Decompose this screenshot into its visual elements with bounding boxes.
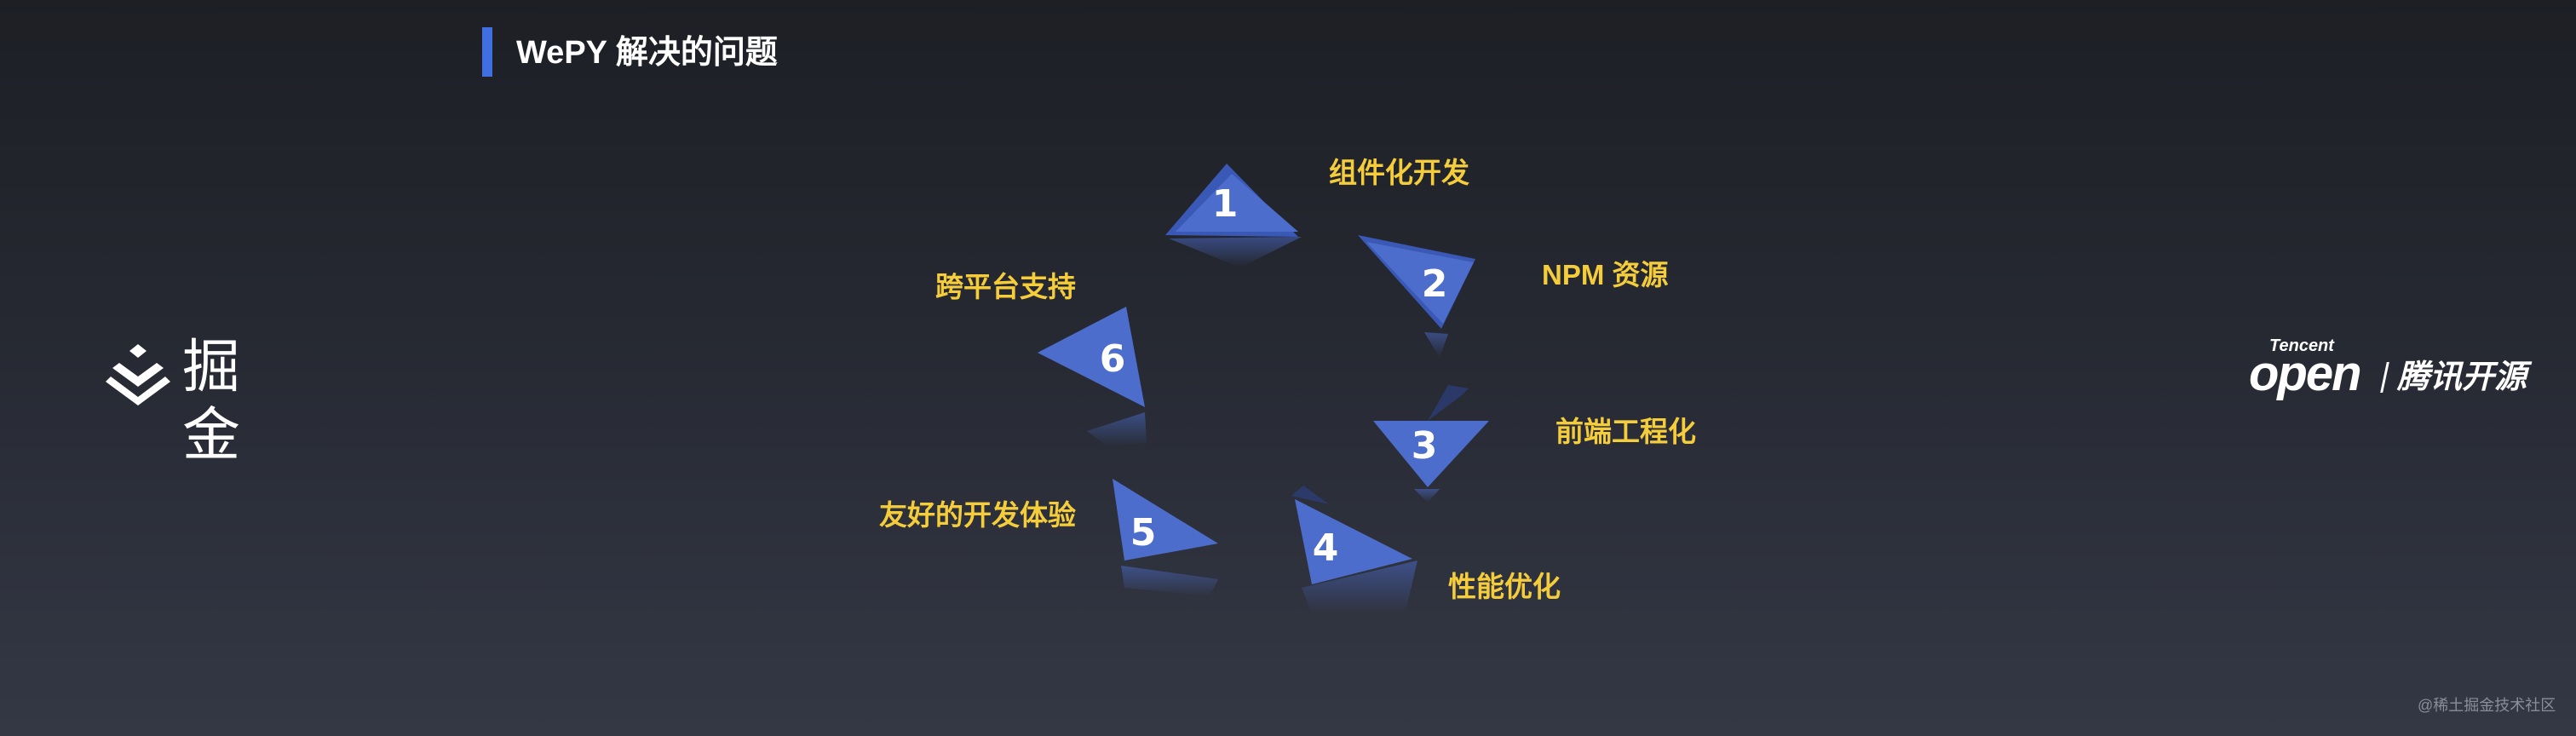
triangle-5-number: 5 <box>1130 511 1157 555</box>
triangle-3: 3 <box>1373 385 1489 503</box>
triangle-4: 4 <box>1291 486 1417 613</box>
tencent-small-text: Tencent <box>2269 336 2334 355</box>
tencent-open-cn-text: 腾讯开源 <box>2397 359 2527 395</box>
page-title: WePY 解决的问题 <box>516 35 778 71</box>
triangle-1-number: 1 <box>1212 182 1239 226</box>
item-label-2: NPM 资源 <box>1542 259 1669 290</box>
title-accent-bar <box>482 27 492 77</box>
item-label-5: 友好的开发体验 <box>879 499 1076 531</box>
triangle-5: 5 <box>1113 479 1218 596</box>
tencent-open-logo: Tencent open 腾讯开源 <box>2249 336 2527 405</box>
triangle-2: 2 <box>1358 235 1475 358</box>
triangle-1: 1 <box>1165 164 1302 267</box>
item-label-4: 性能优化 <box>1448 571 1561 602</box>
juejin-logo: 掘金 <box>104 334 283 469</box>
triangle-6: 6 <box>1038 307 1147 446</box>
item-label-3: 前端工程化 <box>1555 416 1696 447</box>
item-label-6: 跨平台支持 <box>935 271 1076 302</box>
open-text: open <box>2249 346 2362 401</box>
item-label-1: 组件化开发 <box>1329 157 1469 188</box>
juejin-icon <box>106 344 170 405</box>
watermark: @稀土掘金技术社区 <box>2418 697 2556 714</box>
triangle-2-number: 2 <box>1422 262 1448 306</box>
triangle-6-number: 6 <box>1100 337 1126 381</box>
triangle-3-number: 3 <box>1412 424 1438 468</box>
juejin-brand-text: 掘金 <box>182 334 241 469</box>
triangle-4-number: 4 <box>1313 526 1339 570</box>
